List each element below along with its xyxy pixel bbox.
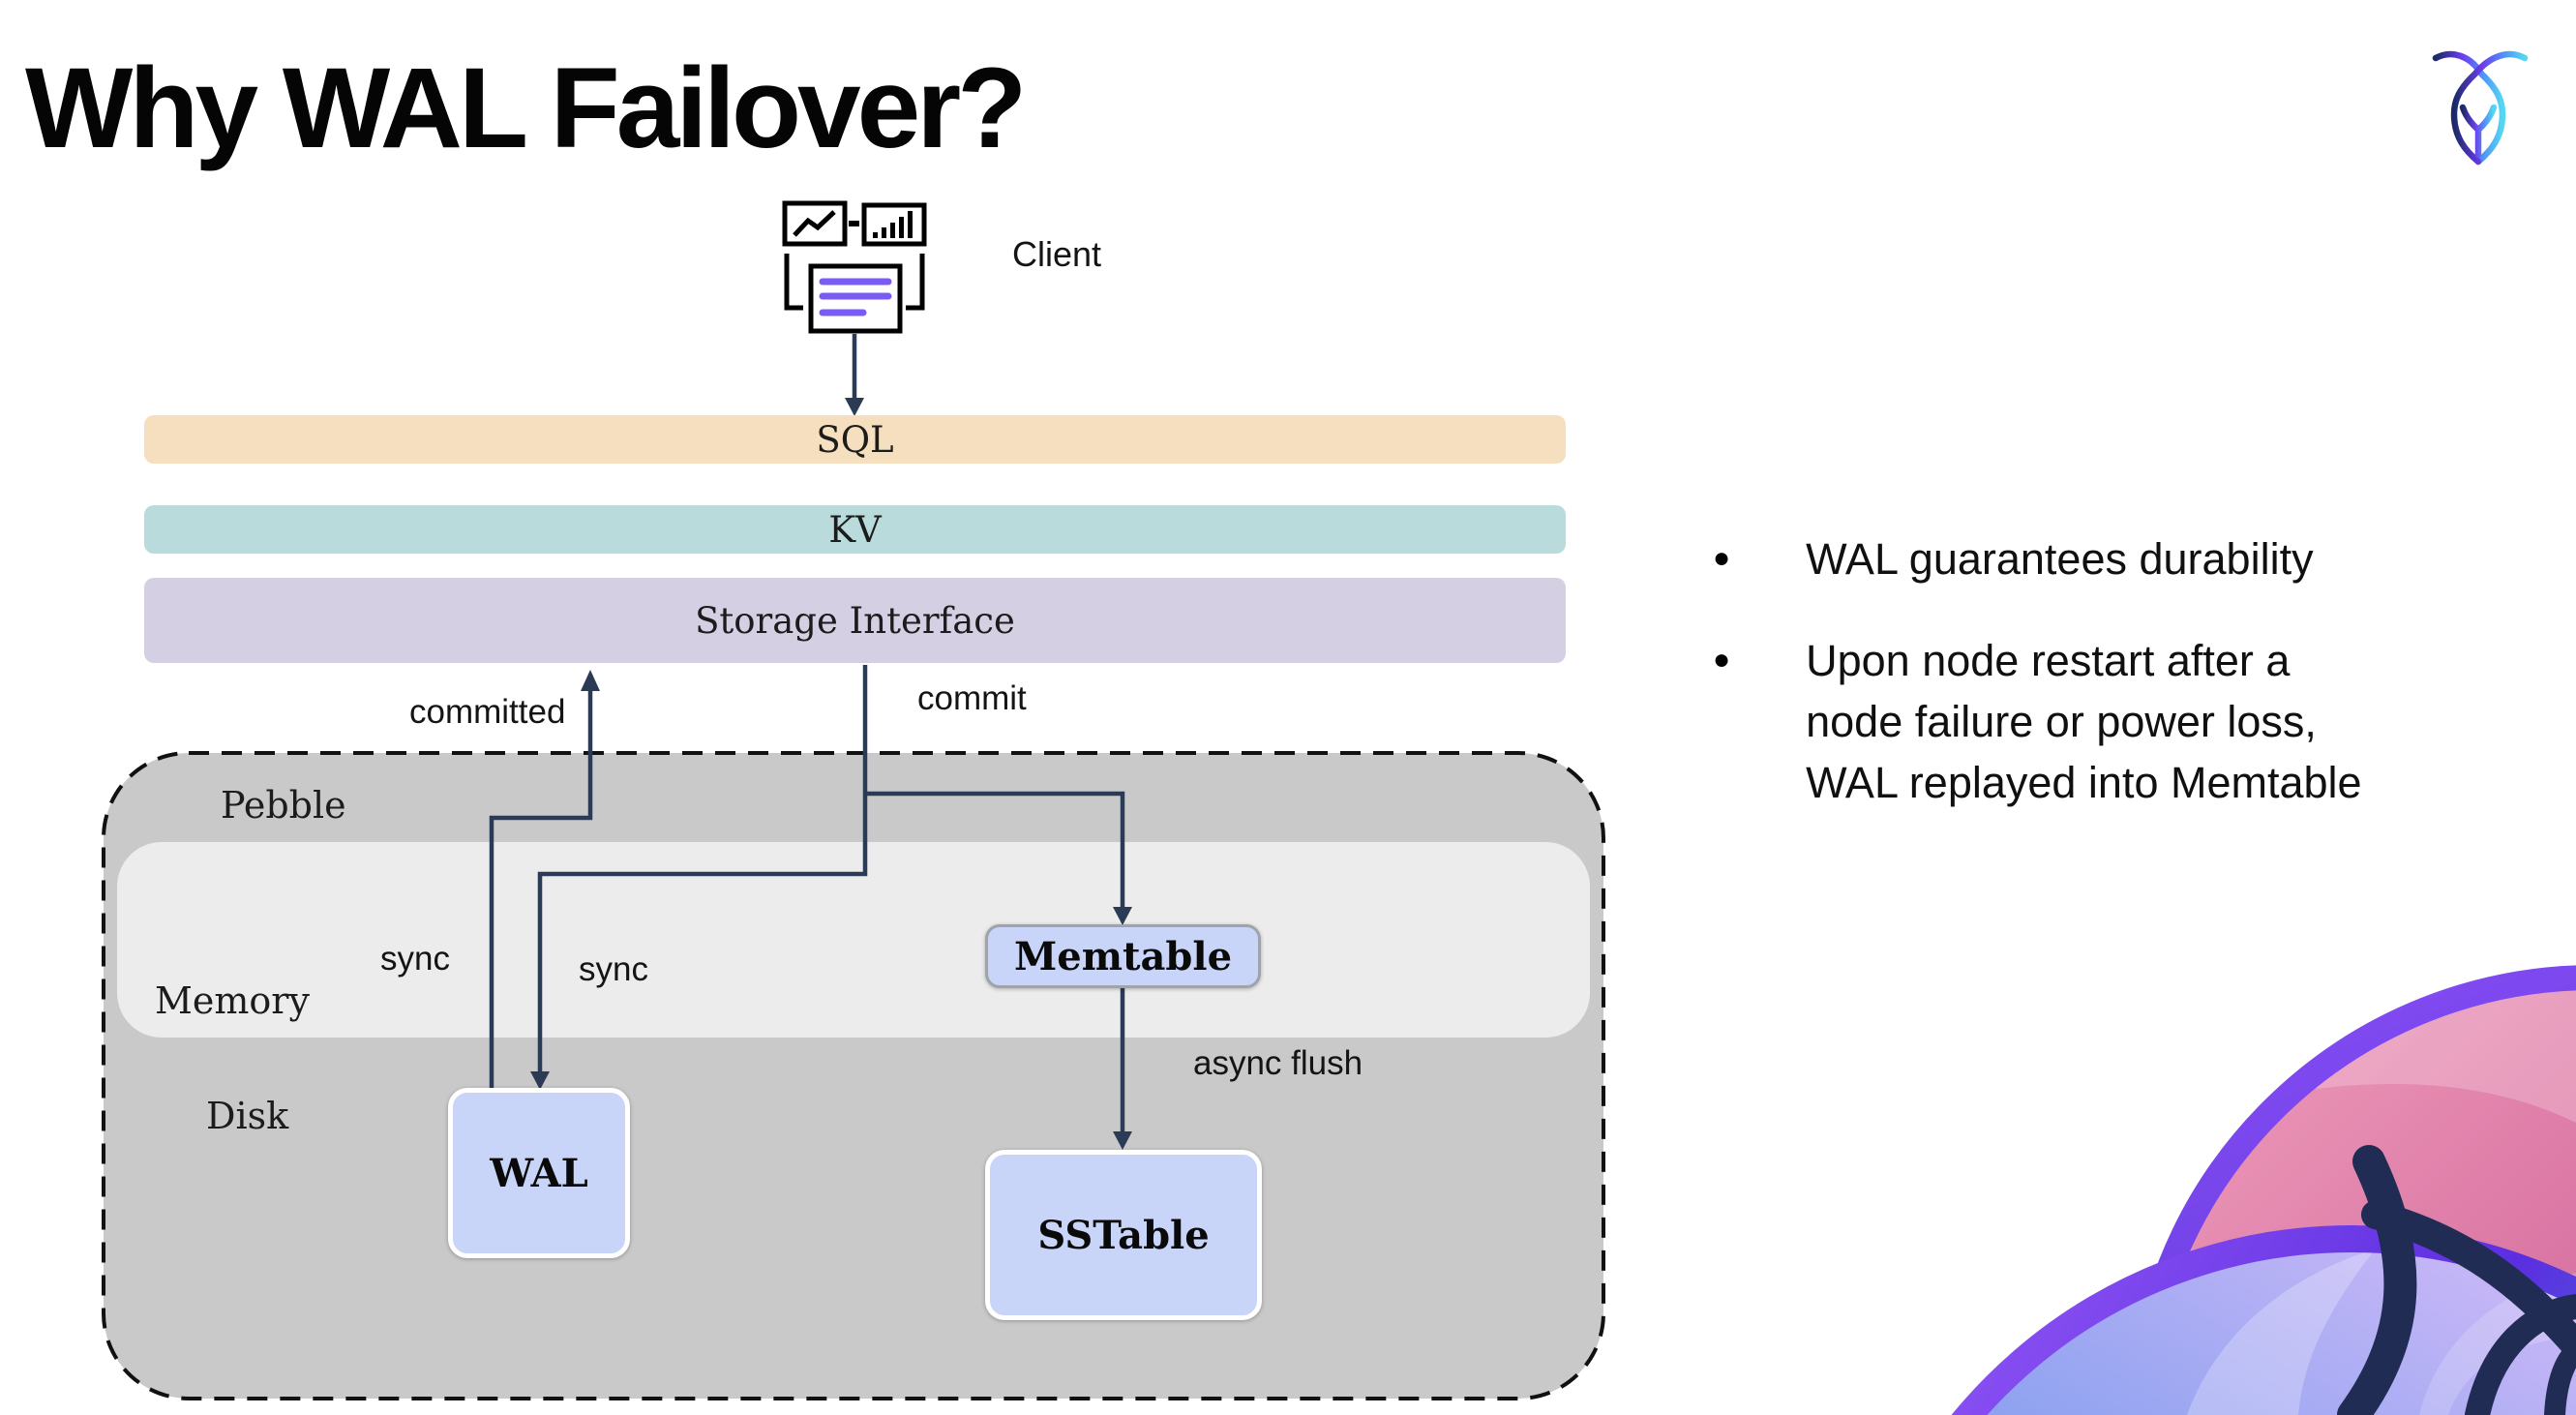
logo-antenna-left-body-right [2432, 50, 2506, 166]
corner-brand-art [1951, 965, 2576, 1415]
bullet-marker-icon: ● [1713, 542, 1731, 574]
sync-label-committed-path: sync [380, 940, 450, 978]
logo-antenna-right-body-left [2450, 50, 2529, 166]
document-text-lines [819, 278, 892, 316]
cockroachdb-logo-icon [2432, 50, 2529, 166]
bullet-text: Upon node restart after a node failure o… [1806, 636, 2362, 807]
roach-dark-lines [2337, 1145, 2576, 1415]
bullet-text: WAL guarantees durability [1806, 534, 2314, 584]
line-chart-icon [793, 210, 836, 237]
memory-band [117, 842, 1590, 1038]
arrowhead-down-sstable [1113, 1131, 1132, 1150]
commit-label: commit [917, 679, 1027, 717]
arrowhead-down-sql [845, 398, 864, 416]
arrowhead-up-storage [581, 670, 600, 691]
wal-node: WAL [448, 1088, 630, 1258]
arrowhead-down-wal [530, 1071, 550, 1090]
client-devices-icon [782, 200, 927, 334]
layer-storage-interface: Storage Interface [144, 578, 1566, 663]
bar-chart-icon [873, 211, 913, 238]
bullet-marker-icon: ● [1713, 644, 1731, 676]
commit-arrow [537, 665, 868, 1074]
committed-arrow [489, 689, 593, 1088]
memtable-node: Memtable [985, 924, 1261, 988]
bullet-item: ● WAL guarantees durability [1695, 528, 2566, 589]
layer-sql: SQL [144, 415, 1566, 464]
arrowheads [530, 398, 1132, 1150]
monitor-bracket-right [906, 254, 925, 311]
bullet-item: ● Upon node restart after a node failure… [1695, 630, 2566, 813]
client-label: Client [1012, 234, 1102, 274]
arrowhead-down-memtable [1113, 907, 1132, 925]
sstable-node: SSTable [985, 1150, 1262, 1320]
logo-y-vein [2459, 104, 2498, 159]
icon-dash [849, 221, 859, 226]
slide-title: Why WAL Failover? [25, 45, 1027, 172]
disk-label: Disk [206, 1095, 289, 1137]
sync-label-commit-path: sync [579, 950, 648, 988]
arrows [489, 334, 1125, 1134]
async-flush-label: async flush [1193, 1044, 1363, 1082]
committed-label: committed [409, 693, 566, 731]
monitor-bracket-left [784, 254, 803, 311]
commit-to-memtable-arrow [865, 791, 1125, 910]
pebble-label: Pebble [221, 784, 346, 827]
bullet-list: ● WAL guarantees durability ● Upon node … [1695, 528, 2566, 813]
layer-kv: KV [144, 505, 1566, 554]
memory-label: Memory [155, 979, 310, 1022]
